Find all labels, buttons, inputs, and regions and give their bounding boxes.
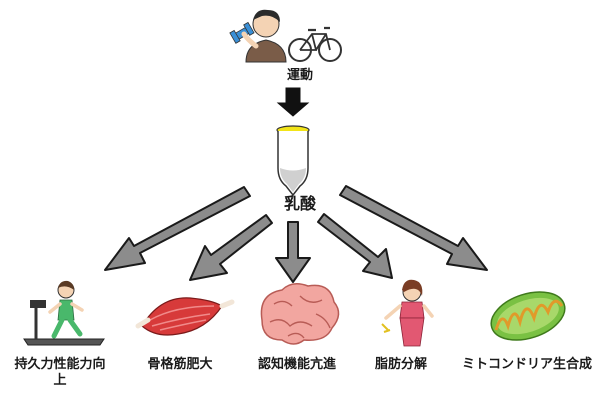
test-tube-icon: [276, 125, 310, 197]
lactate-label: 乳酸: [283, 194, 316, 213]
arrow-to-cognition: [275, 221, 311, 283]
brain-icon: [260, 283, 340, 345]
mitochondria-icon: [490, 291, 566, 341]
effect-mitochondria-label: ミトコンドリア生合成: [462, 357, 593, 372]
treadmill-runner-icon: [23, 280, 105, 346]
arrow-to-endurance: [104, 186, 251, 271]
muscle-fiber-icon: [135, 297, 235, 336]
arrow-to-muscle: [189, 214, 273, 281]
arrow-to-mitochondria: [339, 185, 488, 271]
exercise-arrow: [276, 87, 310, 117]
dumbbell-man-icon: [229, 9, 287, 63]
slimming-woman-icon: [381, 279, 434, 347]
effect-endurance-label: 持久力性能力向上: [14, 357, 106, 388]
effect-muscle-label: 骨格筋肥大: [147, 357, 213, 372]
exercise-label: 運動: [286, 68, 313, 83]
effect-cognition-label: 認知機能亢進: [257, 357, 336, 372]
bicycle-icon: [288, 26, 342, 62]
effect-lipolysis-label: 脂肪分解: [374, 357, 427, 372]
arrow-to-lipolysis: [317, 213, 393, 279]
